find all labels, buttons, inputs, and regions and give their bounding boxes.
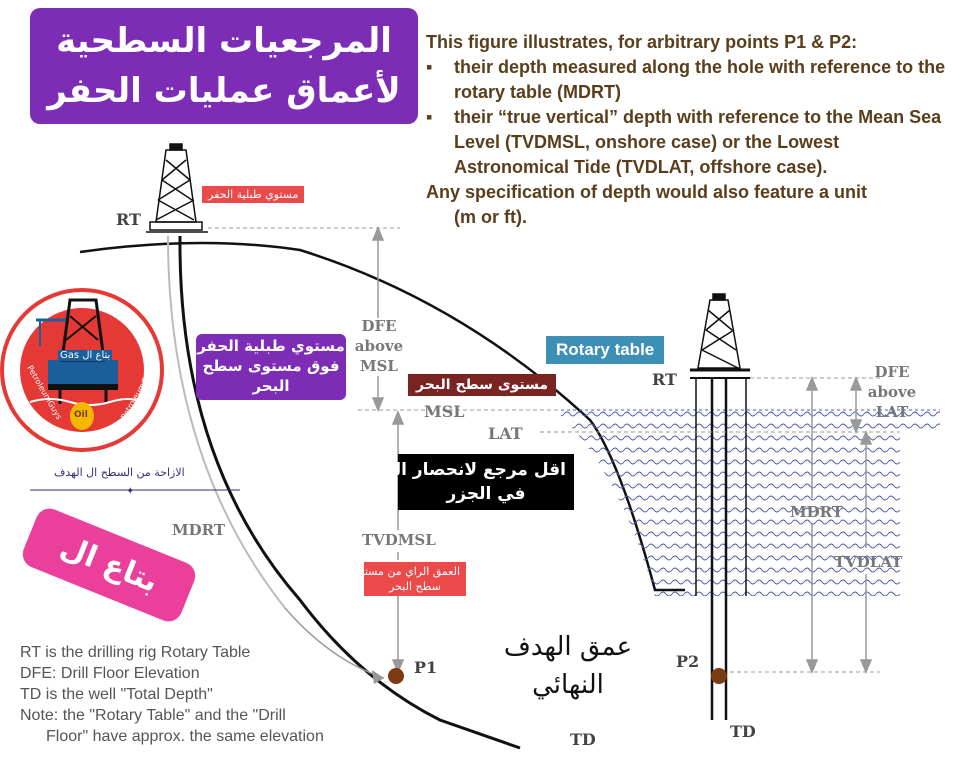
mdrt-label-left: MDRT [172,521,225,539]
description: This figure illustrates, for arbitrary p… [426,30,956,230]
rotary-table-level-tag: مستوي طبلية الحفر [202,186,305,203]
tvdmsl-dimension [391,410,405,674]
svg-text:✦: ✦ [126,486,134,497]
well-1-inner [167,235,286,609]
p1-label: P1 [414,658,438,677]
sea-level-tag: مستوى سطح البحر [408,374,557,396]
p1-point [388,668,404,684]
rotary-table-tag: Rotary table [546,336,665,364]
water-body [555,410,940,596]
tvdlat-label: TVDLAT [834,553,903,571]
tvdmsl-label: TVDMSL [362,531,436,549]
dfe-above-msl-label: DFE above MSL [354,317,404,375]
lowest-reference-box: اقل مرجع لانحصار الماء في الجزر [368,454,574,510]
notes: RT is the drilling rig Rotary Table DFE:… [20,642,324,747]
mdrt-label-right: MDRT [790,503,843,521]
rig-1 [146,143,208,233]
rt-label-right: RT [652,370,677,389]
logo-label: بتاع ال Gas [58,350,113,361]
title-line-2: لأعماق عمليات الحفر [47,71,401,111]
tvdlat-dimension [859,430,873,674]
logo-oil: Oil [74,410,88,420]
description-bullet-1: ▪ their depth measured along the hole wi… [426,57,946,102]
td-label-left: TD [570,730,596,749]
td-label-right: TD [730,722,756,741]
rt-label-left: RT [116,210,141,229]
description-bullet-2: ▪ their “true vertical” depth with refer… [426,107,942,177]
dfe-above-lat-label: DFE above LAT [867,363,917,421]
note-line-1: RT is the drilling rig Rotary Table [20,644,251,661]
p2-point [711,668,727,684]
msl-label: MSL [424,402,465,421]
target-depth-label: عمق الهدف النهائي [503,632,633,700]
rig-2 [690,293,750,720]
well-1-outer [178,235,521,750]
note-line-5: Floor" have approx. the same elevation [46,728,324,745]
vertical-depth-tag: العمق الراي من مستوى سطح البحر [351,562,466,596]
lat-label: LAT [488,424,523,443]
mdrt-right-dimension [805,376,819,674]
rig-floor-above-msl-box: مستوي طبلية الحفر فوق مستوى سطح البحر [196,334,346,400]
title-box: المرجعيات السطحية لأعماق عمليات الحفر [30,8,418,124]
logo [0,288,164,452]
note-line-2: DFE: Drill Floor Elevation [20,665,200,682]
well-1-arrow [284,607,385,679]
dfe-lat-dimension [849,376,863,434]
p2-label: P2 [676,652,700,671]
note-line-4: Note: the "Rotary Table" and the "Drill [20,707,286,724]
bullet-icon: ▪ [426,57,433,77]
well-1-arrowhead [372,670,384,684]
bullet-icon: ▪ [426,107,433,127]
description-outro: Any specification of depth would also fe… [426,182,868,202]
title-line-1: المرجعيات السطحية [56,21,392,61]
dfe-msl-dimension [371,226,385,412]
description-intro: This figure illustrates, for arbitrary p… [426,32,858,52]
note-line-3: TD is the well "Total Depth" [20,686,213,703]
displacement-label: الازاحة من السطح ال الهدف [54,466,185,479]
description-outro-unit: (m or ft). [454,207,527,227]
